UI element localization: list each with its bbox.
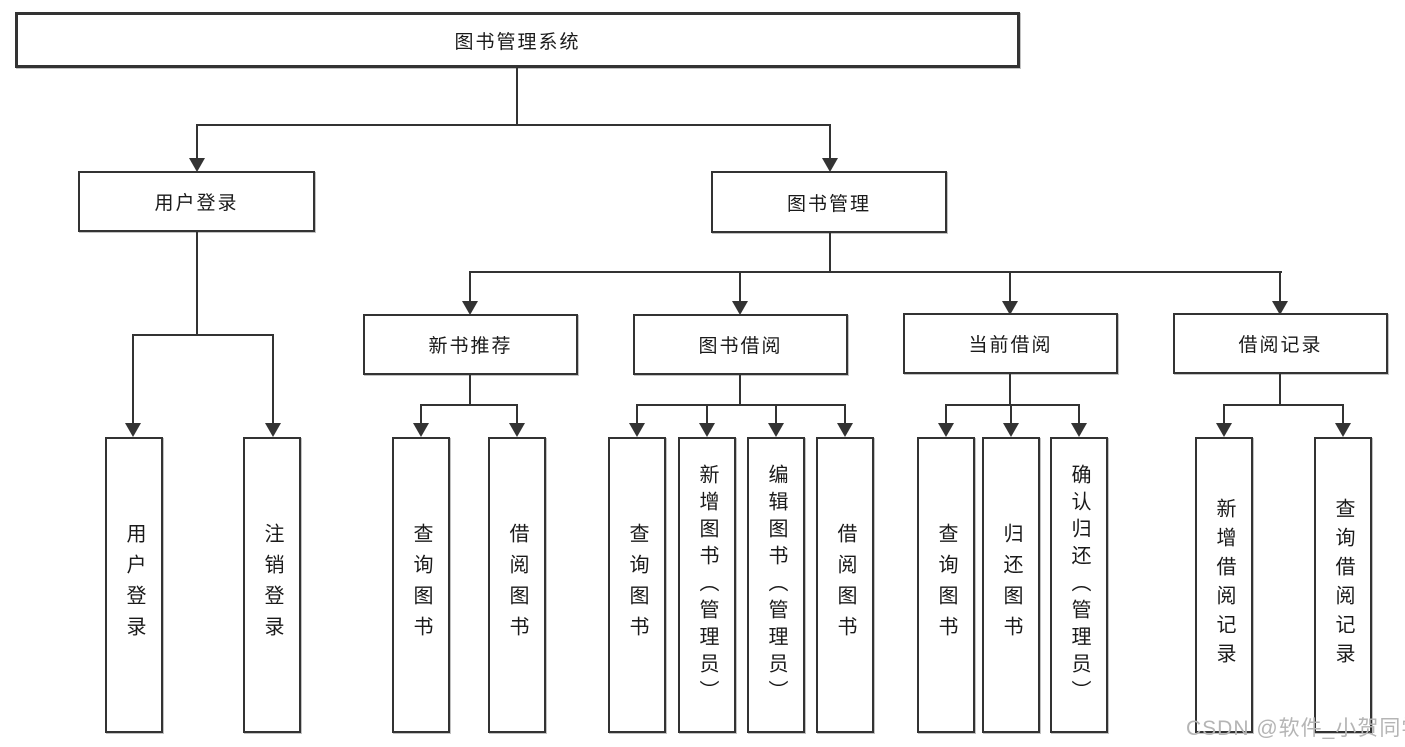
node-library-system-label: 图书管理系统 [454,31,581,53]
connector-line [1342,404,1344,424]
leaf-add-books-admin: 新增图书（管理员） [678,437,736,733]
leaf-query-books-borrowing-label: 查询图书 [626,523,648,647]
connector-line [636,404,846,406]
leaf-query-borrow-record: 查询借阅记录 [1314,437,1372,733]
leaf-query-books-current-label: 查询图书 [935,523,957,647]
arrow-down-icon [938,423,954,437]
connector-line [1279,271,1281,303]
node-book-management-label: 图书管理 [786,193,871,215]
arrow-down-icon [1216,423,1232,437]
connector-line [945,404,947,424]
node-user-login-label: 用户登录 [154,193,239,214]
connector-line [739,271,741,303]
connector-line [945,404,1080,406]
arrow-down-icon [629,423,645,437]
node-current-borrowing-label: 当前借阅 [968,335,1053,356]
leaf-confirm-return-admin: 确认归还（管理员） [1050,437,1108,733]
connector-line [775,404,777,424]
leaf-add-borrow-record: 新增借阅记录 [1195,437,1253,733]
arrow-down-icon [732,301,748,315]
connector-line [1223,404,1344,406]
node-borrowing-records: 借阅记录 [1173,313,1388,374]
connector-line [829,124,831,160]
leaf-logout-label: 注销登录 [261,523,283,647]
leaf-confirm-return-admin-label: 确认归还（管理员） [1068,463,1090,707]
connector-line [196,124,831,126]
connector-line [196,232,198,336]
leaf-query-books-recommend-label: 查询图书 [410,523,432,647]
leaf-borrow-books-borrowing: 借阅图书 [816,437,874,733]
leaf-query-books-recommend: 查询图书 [392,437,450,733]
node-book-management: 图书管理 [711,171,947,233]
leaf-borrow-books-recommend-label: 借阅图书 [506,523,528,647]
leaf-edit-books-admin: 编辑图书（管理员） [747,437,805,733]
arrow-down-icon [1272,301,1288,315]
connector-line [1078,404,1080,424]
leaf-query-books-borrowing: 查询图书 [608,437,666,733]
arrow-down-icon [1335,423,1351,437]
node-book-borrowing-label: 图书借阅 [698,336,783,357]
arrow-down-icon [768,423,784,437]
connector-line [1279,374,1281,406]
leaf-return-books: 归还图书 [982,437,1040,733]
connector-line [420,404,422,424]
leaf-add-books-admin-label: 新增图书（管理员） [696,463,718,707]
connector-line [706,404,708,424]
arrow-down-icon [189,158,205,172]
connector-line [636,404,638,424]
arrow-down-icon [822,158,838,172]
arrow-down-icon [462,301,478,315]
connector-line [739,375,741,406]
connector-line [1010,404,1012,424]
connector-line [469,375,471,406]
node-current-borrowing: 当前借阅 [903,313,1118,374]
connector-line [1223,404,1225,424]
leaf-user-login-label: 用户登录 [123,523,145,647]
connector-line [844,404,846,424]
connector-line [132,334,134,424]
connector-line [272,334,274,424]
arrow-down-icon [125,423,141,437]
connector-line [1009,374,1011,406]
arrow-down-icon [1071,423,1087,437]
arrow-down-icon [837,423,853,437]
leaf-user-login: 用户登录 [105,437,163,733]
connector-line [516,404,518,424]
arrow-down-icon [413,423,429,437]
csdn-watermark: CSDN @软件_小贺同学 [1186,717,1405,740]
arrow-down-icon [1003,423,1019,437]
leaf-return-books-label: 归还图书 [1000,523,1022,647]
arrow-down-icon [699,423,715,437]
leaf-borrow-books-borrowing-label: 借阅图书 [834,523,856,647]
connector-line [420,404,518,406]
connector-line [469,271,1282,273]
connector-line [469,271,471,303]
node-book-borrowing: 图书借阅 [633,314,848,375]
leaf-query-books-current: 查询图书 [917,437,975,733]
connector-line [196,124,198,160]
node-library-system: 图书管理系统 [15,12,1020,68]
leaf-borrow-books-recommend: 借阅图书 [488,437,546,733]
arrow-down-icon [509,423,525,437]
node-new-book-recommend-label: 新书推荐 [428,336,513,357]
leaf-add-borrow-record-label: 新增借阅记录 [1213,498,1235,672]
connector-line [1009,271,1011,303]
connector-line [132,334,274,336]
leaf-query-borrow-record-label: 查询借阅记录 [1332,498,1354,672]
node-user-login: 用户登录 [78,171,315,232]
connector-line [516,68,518,126]
arrow-down-icon [1002,301,1018,315]
leaf-edit-books-admin-label: 编辑图书（管理员） [765,463,787,707]
node-borrowing-records-label: 借阅记录 [1238,335,1323,356]
leaf-logout: 注销登录 [243,437,301,733]
node-new-book-recommend: 新书推荐 [363,314,578,375]
arrow-down-icon [265,423,281,437]
connector-line [829,233,831,273]
